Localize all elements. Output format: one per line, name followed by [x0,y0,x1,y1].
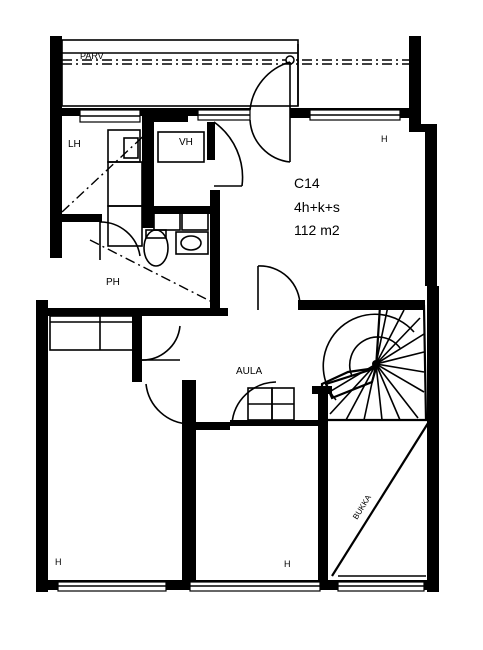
interior-walls [48,116,425,582]
lh-label: LH [68,139,81,150]
room-h-top-label: H [381,134,388,144]
room-h-bottom-middle-label: H [284,559,291,569]
room-h-bottom-left-label: H [55,557,62,567]
bukka-area [328,419,431,577]
unit-code-label: C14 [294,175,320,191]
spiral-staircase [320,304,428,422]
fixtures [49,129,295,421]
vh-label: VH [179,137,193,148]
door-swings [99,61,301,425]
unit-area-label: 112 m2 [294,222,340,238]
aula-label: AULA [236,366,262,377]
windows [57,109,425,592]
balcony [61,39,410,107]
unit-type-label: 4h+k+s [294,199,340,215]
ph-label: PH [106,277,120,288]
balcony-label: PARV [80,51,104,61]
